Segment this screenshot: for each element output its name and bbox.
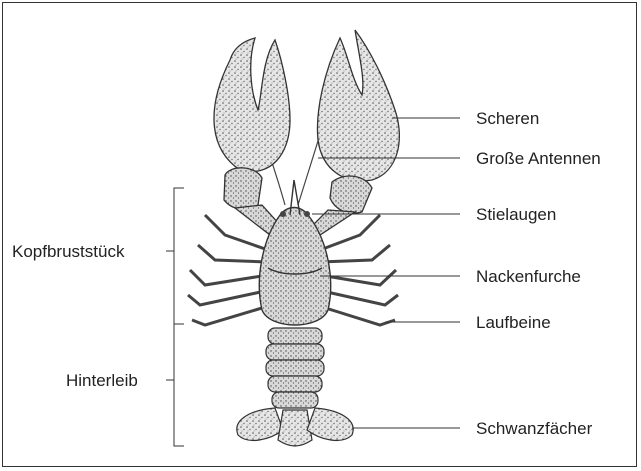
label-kopfbruststueck: Kopfbruststück	[12, 243, 124, 260]
abdomen	[266, 328, 324, 408]
label-schwanzfaecher: Schwanzfächer	[476, 420, 592, 437]
label-nackenfurche: Nackenfurche	[476, 268, 581, 285]
label-hinterleib: Hinterleib	[66, 372, 138, 389]
tail-fan	[237, 408, 353, 446]
right-claw	[312, 30, 399, 235]
left-claw	[214, 38, 290, 235]
cephalothorax	[259, 180, 330, 325]
label-scheren: Scheren	[476, 110, 539, 127]
label-stielaugen: Stielaugen	[476, 206, 556, 223]
label-grosse-antennen: Große Antennen	[476, 150, 601, 167]
label-laufbeine: Laufbeine	[476, 314, 551, 331]
